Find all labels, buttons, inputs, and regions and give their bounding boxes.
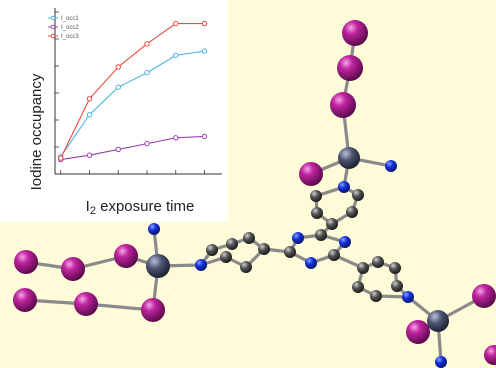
legend-entry: I_occ3 (61, 34, 79, 40)
carbon-atom (352, 281, 364, 293)
nitrogen-atom (195, 259, 207, 271)
data-point (115, 64, 121, 70)
nitrogen-atom (385, 160, 397, 172)
iodine-atom (484, 345, 496, 365)
carbon-atom (226, 238, 238, 250)
carbon-atom (370, 290, 382, 302)
iodine-atom (406, 320, 430, 344)
data-point (173, 135, 179, 141)
series-line-I_occ3 (60, 23, 205, 159)
data-point (115, 84, 121, 90)
carbon-atom (310, 190, 322, 202)
nitrogen-atom (338, 181, 350, 193)
carbon-atom (326, 218, 338, 230)
iodine-atom (74, 292, 98, 316)
iodine-atom (141, 298, 165, 322)
carbon-atom (389, 262, 401, 274)
chart-series-layer (58, 20, 208, 163)
iodine-atom (114, 244, 138, 268)
legend-marker (50, 33, 56, 39)
carbon-atom (206, 244, 218, 256)
carbon-atom (328, 249, 340, 261)
iodine-atom (342, 20, 368, 46)
data-point (201, 48, 208, 54)
x-axis-label: I2 exposure time (86, 198, 195, 217)
data-point (86, 111, 93, 118)
iodine-atom (61, 257, 85, 281)
iodine-atom (330, 92, 356, 118)
iodine-atom (14, 250, 38, 274)
data-point (115, 146, 121, 153)
metal-atom (338, 147, 360, 169)
series-line-I_occ1 (60, 50, 205, 157)
data-point (173, 20, 179, 27)
data-point (144, 41, 150, 47)
carbon-atom (284, 246, 296, 258)
nitrogen-atom (339, 236, 351, 248)
series-line-I_occ2 (60, 135, 205, 161)
carbon-atom (258, 243, 270, 255)
nitrogen-atom (148, 223, 160, 235)
iodine-atom (337, 55, 363, 81)
carbon-atom (220, 251, 232, 263)
data-point (86, 96, 93, 102)
carbon-atom (311, 207, 323, 219)
carbon-atom (391, 280, 403, 292)
data-point (144, 70, 150, 76)
iodine-atom (13, 288, 37, 312)
carbon-atom (346, 206, 358, 218)
legend-entry: I_occ1 (61, 16, 79, 22)
legend-marker (50, 24, 56, 30)
nitrogen-atom (435, 356, 447, 368)
legend-entry: I_occ2 (61, 25, 79, 31)
data-point (144, 140, 150, 147)
carbon-atom (243, 232, 255, 244)
carbon-atom (352, 189, 364, 201)
legend-marker (50, 15, 56, 21)
nitrogen-atom (402, 291, 414, 303)
data-point (201, 133, 208, 140)
nitrogen-atom (305, 257, 317, 269)
data-point (58, 155, 64, 161)
carbon-atom (240, 261, 252, 273)
carbon-atom (357, 262, 369, 274)
atom-layer (13, 20, 496, 368)
metal-atom (427, 310, 449, 332)
iodine-atom (472, 284, 496, 308)
carbon-atom (315, 229, 327, 241)
data-point (86, 152, 93, 158)
data-point (201, 20, 208, 27)
iodine-atom (299, 162, 323, 186)
carbon-atom (372, 256, 384, 268)
nitrogen-atom (292, 232, 304, 244)
data-point (173, 52, 179, 59)
y-axis-label: Iodine occupancy (28, 73, 45, 190)
metal-atom (146, 254, 170, 278)
